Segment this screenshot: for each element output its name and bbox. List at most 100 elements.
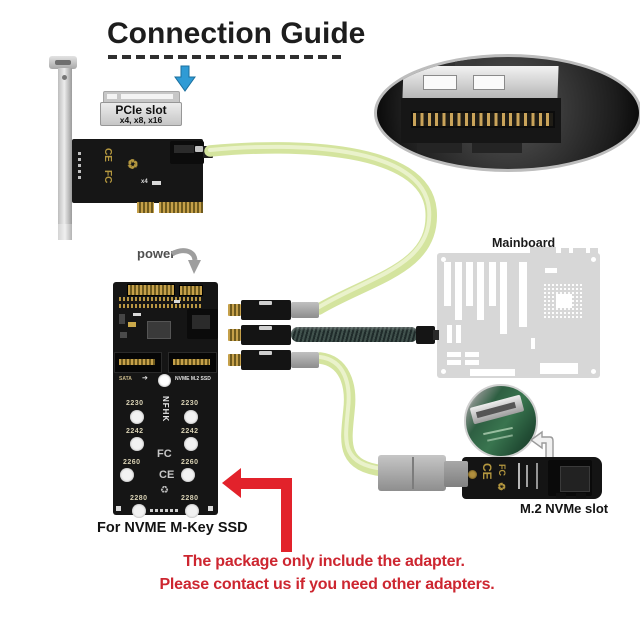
adapter-m2-socket-right-pins	[173, 359, 210, 365]
braided-cable	[291, 327, 418, 342]
pcie-card-sff-port-inner	[174, 145, 194, 153]
adapter-silk-speck-1	[133, 313, 141, 316]
adapter-chip	[147, 321, 171, 339]
title-dashed-underline	[108, 55, 346, 59]
mainboard-cut-bottom-bar	[470, 369, 515, 376]
adapter-component-1	[119, 314, 125, 324]
adapter-hole-2230-left	[130, 410, 144, 424]
closeup-pin-row	[411, 111, 555, 128]
mainboard-cpu-center	[556, 294, 572, 308]
adapter-sff-port-inner	[192, 315, 210, 329]
mainboard-cut-left-bar2	[456, 325, 461, 343]
pcie-slot-notch-short	[107, 94, 117, 99]
mainboard-cut-small-top	[545, 268, 557, 273]
plug1-gold-tip	[228, 304, 241, 316]
adapter-hole-2260-left	[120, 468, 134, 482]
adapter-hole-2260-right	[181, 468, 195, 482]
gray-plug-nose	[444, 461, 468, 487]
pcie-card-fcc-mark: FC	[102, 170, 113, 184]
mainboard-slot-6	[500, 262, 507, 334]
mainboard-cut-mid-small	[531, 338, 535, 349]
mainboard-io-tab-3	[573, 248, 586, 254]
closeup-bottom-tab-2	[472, 143, 522, 153]
closeup-bottom-tab-1	[417, 143, 462, 153]
gray-plug-seam	[412, 457, 414, 489]
mainboard-cut-pair1b	[447, 360, 461, 365]
adapter-hole-2242-left	[130, 437, 144, 451]
adapter-size-2280-right: 2280	[181, 495, 199, 502]
braided-cable-end-nose	[433, 330, 439, 340]
bracket-screw-hole	[62, 75, 67, 80]
m2-stick-screw-hole	[468, 470, 477, 479]
adapter-size-2242-right: 2242	[181, 428, 199, 435]
m2-stick-silk-bar-1	[518, 463, 520, 489]
adapter-sata-side-label: SATA	[119, 376, 132, 382]
adapter-hole-2230-right	[184, 410, 198, 424]
adapter-pin-row-1	[119, 297, 203, 301]
mainboard-io-tab-4	[590, 248, 598, 254]
m2-slot-label: M.2 NVMe slot	[520, 501, 609, 516]
mainboard-slot-4	[477, 262, 484, 320]
mainboard-slot-5	[489, 262, 496, 306]
mainboard-slot-3	[466, 262, 473, 306]
plug3-body	[241, 350, 291, 370]
power-curved-arrow-icon	[170, 248, 201, 274]
mainboard-cut-pair1a	[447, 352, 461, 357]
mainboard-slot-7	[519, 262, 527, 327]
adapter-caption: For NVME M-Key SSD	[97, 520, 248, 536]
pcie-slot-notch-long	[121, 94, 173, 99]
bent-arrow-icon	[529, 430, 554, 460]
adapter-hole-2242-right	[184, 437, 198, 451]
plug2-gold-tip	[228, 329, 241, 341]
adapter-corner-mark-left	[116, 506, 121, 511]
braided-cable-end-connector	[416, 326, 435, 344]
green-cable-top	[204, 142, 437, 315]
page-title: Connection Guide	[107, 17, 366, 50]
bracket-strip	[58, 68, 72, 226]
plug3-gold-tip	[228, 354, 241, 366]
adapter-corner-mark-right	[208, 506, 213, 511]
pcie-card-speck	[152, 181, 161, 185]
m2-stick-socket-tab-1	[556, 493, 566, 498]
mainboard-cut-pair2b	[465, 360, 479, 365]
adapter-arrow-glyph: ➔	[142, 375, 148, 382]
adapter-pin-row-2	[119, 304, 203, 308]
plug3-latch	[259, 351, 272, 355]
red-arrow-head	[222, 468, 241, 498]
adapter-component-2	[128, 322, 136, 327]
plug1-body	[241, 300, 291, 320]
closeup-shell-recess-2	[473, 75, 505, 90]
adapter-recycle-icon: ♻	[160, 485, 169, 496]
pcie-card-ce-mark: CE	[102, 148, 113, 162]
adapter-brand-text: NFHK	[161, 396, 170, 423]
adapter-nvme-side-label: NVME M.2 SSD	[175, 376, 211, 382]
adapter-fcc-mark: FC	[157, 448, 172, 460]
mainboard-hole-bl	[441, 369, 446, 374]
adapter-m2-socket-left-pins	[119, 359, 155, 365]
mainboard-cut-left-bar1	[447, 325, 452, 343]
m2-slot-closeup-inset	[464, 384, 538, 458]
pcie-edge-fingers-short	[137, 202, 154, 213]
mainboard-hole-br	[591, 369, 596, 374]
adapter-hole-2280-left	[132, 504, 146, 518]
pcie-slot-label-box: PCIe slot x4, x8, x16	[100, 102, 182, 126]
red-arrow-vertical	[281, 478, 292, 552]
blue-down-arrow-icon	[174, 65, 196, 92]
closeup-top-tab	[455, 59, 475, 68]
closeup-shell-recess-1	[423, 75, 457, 90]
pcie-edge-fingers-long	[159, 202, 203, 213]
adapter-size-2260-right: 2260	[181, 459, 199, 466]
pcie-slot-label-line1: PCIe slot	[115, 103, 167, 117]
pcie-slot-label-line2: x4, x8, x16	[119, 115, 163, 125]
mainboard-io-tab-2	[561, 248, 569, 254]
m2-stick-silk-bar-2	[526, 465, 528, 487]
mainboard-slot-1	[444, 262, 451, 306]
mainboard-cut-pair2a	[465, 352, 479, 357]
mainboard-slot-2	[455, 262, 462, 320]
pcie-card-silkscreen-strip	[78, 149, 81, 179]
adapter-sata-connector-15pin	[127, 284, 175, 296]
adapter-size-2230-right: 2230	[181, 400, 199, 407]
adapter-ce-mark: CE	[159, 469, 175, 481]
